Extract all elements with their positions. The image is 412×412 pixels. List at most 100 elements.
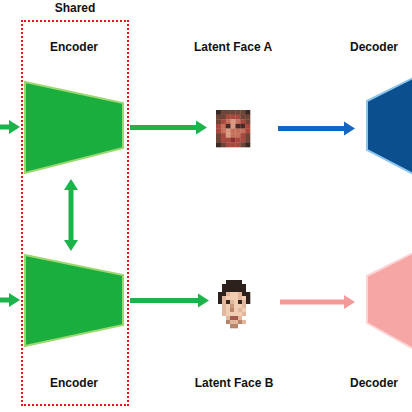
face-pixel	[246, 320, 250, 324]
face-pixel	[238, 312, 242, 316]
face-pixel	[231, 115, 236, 120]
trapezoid	[25, 255, 123, 346]
face-pixel	[235, 119, 240, 124]
face-pixel	[226, 288, 230, 292]
input-arrow-line	[0, 125, 9, 130]
face-pixel	[246, 280, 250, 284]
face-pixel	[234, 320, 238, 324]
face-pixel	[240, 119, 245, 124]
decoder-block: Decoder	[367, 80, 412, 172]
face-pixel	[231, 119, 236, 124]
face-pixel	[245, 129, 250, 134]
face-pixel	[240, 129, 245, 134]
face-pixel	[221, 115, 226, 120]
face-pixel	[230, 308, 234, 312]
face-pixel	[216, 119, 221, 124]
face-pixel	[230, 316, 234, 320]
face-pixel	[222, 312, 226, 316]
face-pixel	[230, 292, 234, 296]
face-pixel	[222, 300, 226, 304]
face-pixel	[221, 124, 226, 129]
face-pixel	[230, 288, 234, 292]
block-label: Latent Face A	[194, 40, 272, 54]
input-arrow-line	[0, 298, 9, 303]
face-pixel	[216, 142, 221, 147]
face-pixel	[226, 296, 230, 300]
face-pixel	[238, 288, 242, 292]
encoder-shape	[25, 82, 123, 173]
face-pixel	[234, 312, 238, 316]
face-pixel	[245, 115, 250, 120]
face-pixel	[226, 115, 231, 120]
arrow-connector	[278, 126, 344, 131]
face-pixel	[222, 324, 226, 328]
face-pixel	[226, 324, 230, 328]
face-pixel	[226, 142, 231, 147]
face-pixel	[230, 312, 234, 316]
face-pixel	[242, 300, 246, 304]
face-pixel	[245, 133, 250, 138]
face-pixel	[246, 308, 250, 312]
face-pixel	[235, 133, 240, 138]
arrow-connector	[130, 298, 198, 303]
face-pixel	[222, 284, 226, 288]
trapezoid	[367, 76, 412, 176]
face-pixel	[242, 308, 246, 312]
face-pixel	[240, 133, 245, 138]
face-pixel	[222, 288, 226, 292]
face-pixel	[231, 124, 236, 129]
face-pixel	[218, 296, 222, 300]
face-pixel	[235, 138, 240, 143]
face-pixel	[245, 142, 250, 147]
face-pixel	[231, 129, 236, 134]
encoder-shape	[25, 255, 123, 346]
face-pixel	[231, 138, 236, 143]
face-pixel	[235, 129, 240, 134]
face-pixel	[238, 324, 242, 328]
group-title: Shared	[55, 1, 96, 15]
face-pixel	[226, 110, 231, 115]
face-pixel	[242, 284, 246, 288]
face-pixel	[226, 129, 231, 134]
face-pixel	[234, 296, 238, 300]
trapezoid	[367, 251, 412, 351]
decoder-shape	[367, 80, 412, 172]
face-pixel	[234, 292, 238, 296]
face-pixels	[216, 110, 250, 147]
decoder-block: Decoder	[367, 255, 412, 347]
face-pixel	[221, 142, 226, 147]
face-pixel	[222, 280, 226, 284]
arrow-connector	[69, 190, 74, 240]
face-pixel	[234, 304, 238, 308]
face-pixel	[245, 138, 250, 143]
decoder-shape	[367, 255, 412, 347]
face-pixel	[230, 276, 234, 280]
face-pixel	[226, 320, 230, 324]
block-label: Decoder	[350, 376, 398, 390]
face-pixel	[216, 115, 221, 120]
face-pixel	[222, 316, 226, 320]
face-pixel	[242, 296, 246, 300]
face-pixel	[242, 316, 246, 320]
face-pixel	[246, 304, 250, 308]
face-pixel	[242, 276, 246, 280]
face-pixel	[226, 124, 231, 129]
face-pixel	[235, 142, 240, 147]
face-pixel	[234, 324, 238, 328]
face-pixel	[242, 324, 246, 328]
face-pixel	[226, 312, 230, 316]
face-pixel	[226, 304, 230, 308]
face-pixel	[231, 142, 236, 147]
face-pixel	[246, 276, 250, 280]
face-pixel	[235, 110, 240, 115]
face-pixel	[246, 292, 250, 296]
face-pixel	[222, 320, 226, 324]
face-pixel	[218, 324, 222, 328]
latent-face: Latent Face B	[218, 276, 250, 328]
block-label: Decoder	[350, 40, 398, 54]
face-pixel	[240, 115, 245, 120]
face-pixel	[245, 124, 250, 129]
face-pixel	[226, 284, 230, 288]
face-pixel	[218, 284, 222, 288]
